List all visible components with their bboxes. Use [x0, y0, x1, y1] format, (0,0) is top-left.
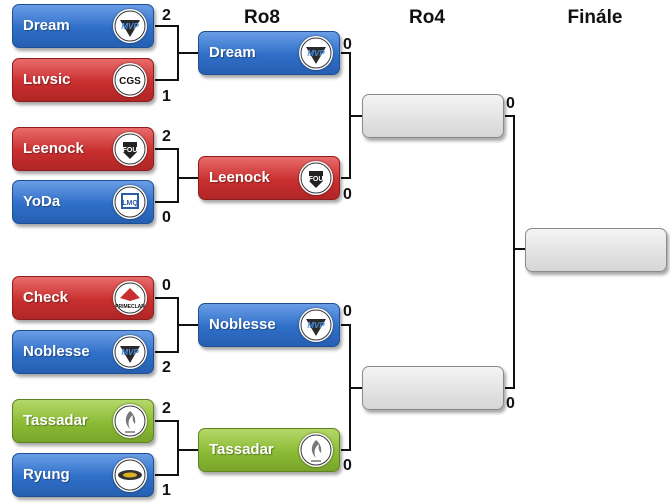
score: 2: [162, 7, 171, 24]
score: 0: [343, 36, 352, 53]
cgs-team-logo-icon: CGS: [113, 63, 147, 97]
player-name: Dream: [23, 17, 70, 34]
ro16-slot-1[interactable]: Dream MVP: [12, 4, 154, 48]
score: 0: [343, 457, 352, 474]
score: 0: [506, 95, 515, 112]
final-slot[interactable]: [525, 228, 667, 272]
startale-team-logo-icon: [113, 404, 147, 438]
score: 1: [162, 482, 171, 499]
mvp-team-logo-icon: MVP: [299, 36, 333, 70]
lmq-team-logo-icon: LMQ: [113, 185, 147, 219]
score: 0: [162, 277, 171, 294]
player-name: Dream: [209, 44, 256, 61]
score: 0: [343, 303, 352, 320]
svg-text:CGS: CGS: [119, 76, 141, 87]
ro8-slot-1[interactable]: Dream MVP: [198, 31, 340, 75]
round-header-ro4: Ro4: [409, 7, 445, 28]
ro8-slot-3[interactable]: Noblesse MVP: [198, 303, 340, 347]
player-name: Noblesse: [23, 343, 90, 360]
score: 0: [343, 186, 352, 203]
ro16-slot-2[interactable]: Luvsic CGS: [12, 58, 154, 102]
score: 2: [162, 400, 171, 417]
svg-text:MVP: MVP: [121, 22, 139, 31]
score: 2: [162, 128, 171, 145]
player-name: Leenock: [23, 140, 84, 157]
ro8-slot-4[interactable]: Tassadar: [198, 428, 340, 472]
svg-text:MVP: MVP: [307, 49, 325, 58]
player-name: Ryung: [23, 466, 70, 483]
score: 0: [506, 395, 515, 412]
round-header-ro8: Ro8: [244, 7, 280, 28]
slayers-team-logo-icon: [113, 458, 147, 492]
mvp-team-logo-icon: MVP: [299, 308, 333, 342]
svg-text:FOU: FOU: [309, 176, 324, 183]
primeclan-team-logo-icon: PRIMECLAN: [113, 281, 147, 315]
ro16-slot-7[interactable]: Tassadar: [12, 399, 154, 443]
ro16-slot-3[interactable]: Leenock FOU: [12, 127, 154, 171]
round-header-final: Finále: [567, 7, 623, 28]
ro8-slot-2[interactable]: Leenock FOU: [198, 156, 340, 200]
ro16-slot-8[interactable]: Ryung: [12, 453, 154, 497]
score: 1: [162, 88, 171, 105]
mvp-team-logo-icon: MVP: [113, 9, 147, 43]
player-name: Leenock: [209, 169, 270, 186]
svg-text:PRIMECLAN: PRIMECLAN: [115, 304, 145, 310]
player-name: Tassadar: [209, 441, 274, 458]
score: 2: [162, 359, 171, 376]
fou-team-logo-icon: FOU: [299, 161, 333, 195]
ro4-slot-1[interactable]: [362, 94, 504, 138]
ro16-slot-4[interactable]: YoDa LMQ: [12, 180, 154, 224]
score: 0: [162, 209, 171, 226]
svg-text:FOU: FOU: [123, 147, 138, 154]
player-name: Luvsic: [23, 71, 71, 88]
mvp-team-logo-icon: MVP: [113, 335, 147, 369]
svg-text:MVP: MVP: [121, 348, 139, 357]
svg-text:MVP: MVP: [307, 321, 325, 330]
startale-team-logo-icon: [299, 433, 333, 467]
ro16-slot-6[interactable]: Noblesse MVP: [12, 330, 154, 374]
player-name: Tassadar: [23, 412, 88, 429]
ro16-slot-5[interactable]: Check PRIMECLAN: [12, 276, 154, 320]
player-name: Check: [23, 289, 69, 306]
svg-text:LMQ: LMQ: [122, 200, 138, 207]
player-name: Noblesse: [209, 316, 276, 333]
fou-team-logo-icon: FOU: [113, 132, 147, 166]
ro4-slot-2[interactable]: [362, 366, 504, 410]
player-name: YoDa: [23, 193, 61, 210]
